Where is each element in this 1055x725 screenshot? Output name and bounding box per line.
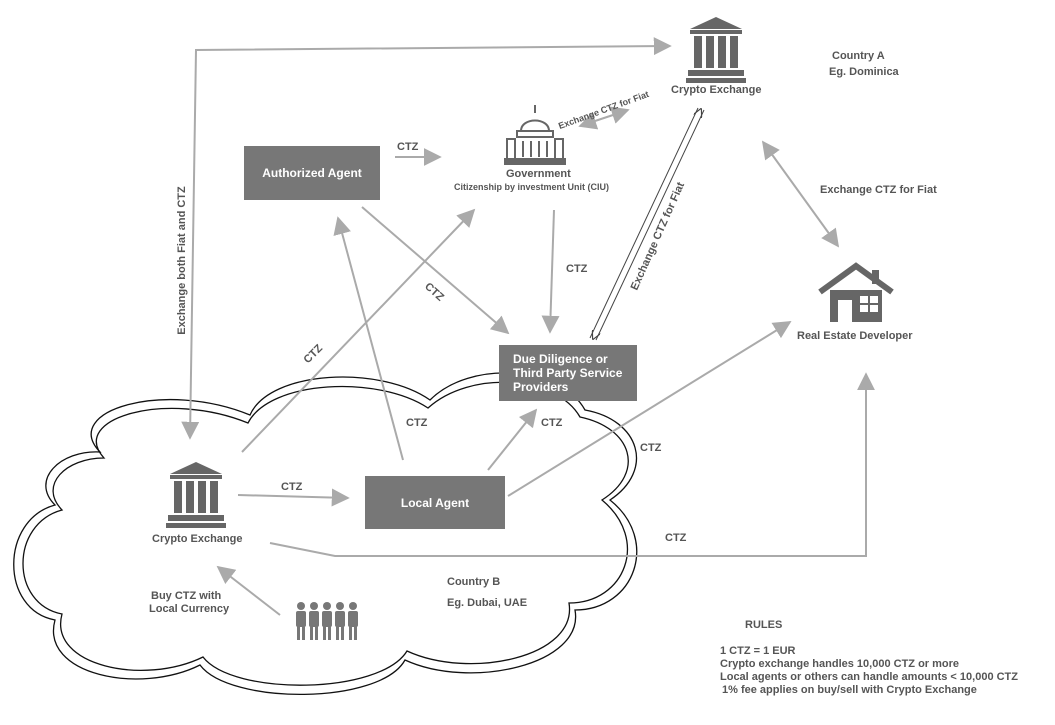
crypto-exchange-a-icon [686,17,746,83]
edge-label-ctz-gov-dd: CTZ [566,263,588,275]
crypto-exchange-a-label: Crypto Exchange [671,84,762,96]
buy-ctz-line-1: Buy CTZ with [151,590,222,602]
edge-label-ctz-exb-re: CTZ [665,532,687,544]
arrow-gov-dd [541,209,560,334]
crypto-exchange-b-icon [166,462,226,528]
country-b-example: Eg. Dubai, UAE [447,597,528,609]
rules-item: 1 CTZ = 1 EUR [720,645,796,657]
real-estate-label: Real Estate Developer [797,330,913,342]
local-agent-box: Local Agent [365,476,505,529]
edge-label-exchange-re: Exchange CTZ for Fiat [820,184,937,196]
rules-item: 1% fee applies on buy/sell with Crypto E… [722,684,977,696]
authorized-agent-box: Authorized Agent [244,146,380,200]
arrow-local-dd [487,408,538,471]
rules-item: Local agents or others can handle amount… [720,671,1018,683]
house-icon [818,262,894,322]
arrow-local-auth [333,216,404,461]
due-diligence-line-3: Providers [513,380,569,394]
due-diligence-line-1: Due Diligence or [513,352,608,366]
people-icon [296,602,358,640]
arrow-local-re [507,321,792,497]
local-agent-label: Local Agent [400,495,470,510]
rules-item: Crypto exchange handles 10,000 CTZ or mo… [720,658,960,670]
arrow-dd-exchange [589,108,705,340]
government-icon [504,105,566,165]
edge-label-ctz-exb-local: CTZ [281,481,303,493]
buy-ctz-line-2: Local Currency [149,603,230,615]
edge-label-ctz-local-dd: CTZ [541,417,563,429]
rules-list: 1 CTZ = 1 EUR Crypto exchange handles 10… [720,645,1018,697]
country-a-example: Eg. Dominica [829,66,899,78]
arrow-exchange-re [761,140,840,248]
edge-label-exchange-both: Exchange both Fiat and CTZ [175,186,188,335]
country-a-title: Country A [832,50,885,62]
country-b-title: Country B [447,576,501,588]
arrow-people-exb [216,565,281,616]
rules-title: RULES [745,619,783,631]
arrow-exb-re [269,372,875,557]
government-title: Government [506,168,571,180]
government-subtitle: Citizenship by investment Unit (CIU) [454,182,610,192]
crypto-exchange-b-label: Crypto Exchange [152,533,243,545]
authorized-agent-label: Authorized Agent [262,166,362,180]
edge-label-ctz-local-auth: CTZ [406,417,428,429]
arrow-exchange-both [181,37,672,440]
due-diligence-box: Due Diligence or Third Party Service Pro… [499,345,637,401]
due-diligence-line-2: Third Party Service [513,366,623,380]
arrow-exb-local [237,488,350,507]
edge-label-ctz-local-re: CTZ [640,442,662,454]
arrow-auth-dd [361,206,510,335]
arrow-exb-gov [241,208,476,453]
edge-label-ctz-auth-gov: CTZ [397,141,419,153]
